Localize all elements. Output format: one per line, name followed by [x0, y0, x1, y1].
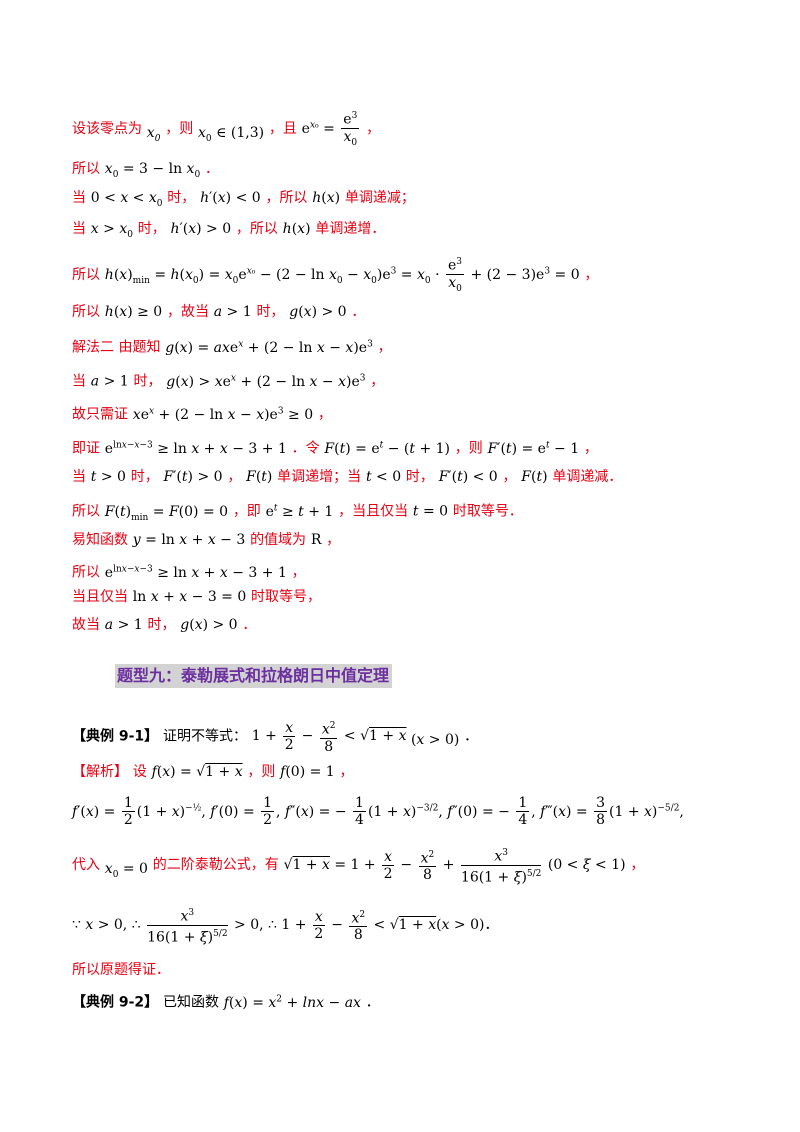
line-method-two: 解法二 由题知 g(x) = axex + (2 − ln x − x)e3 ， [72, 339, 392, 356]
math-a-gt-1: a > 1 [104, 617, 143, 633]
math-R: R [310, 532, 322, 548]
math-hprime-pos: h′(x) > 0 [170, 221, 232, 237]
line-equality: 当且仅当 ln x + x − 3 = 0 时取等号， [72, 589, 322, 605]
line-need-prove: 故只需证 xex + (2 − ln x − x)e3 ≥ 0 ， [72, 406, 332, 423]
line-increasing: 当 x > x0 时， h′(x) > 0 ，所以 h(x) 单调递增． [72, 221, 386, 240]
line-range: 易知函数 y = ln x + x − 3 的值域为 R ， [72, 532, 341, 548]
math-a-gt-1: a > 1 [213, 304, 252, 320]
math-exp-ineq: elnx−x−3 ≥ ln x + x − 3 + 1 [104, 564, 287, 581]
line-F-min: 所以 F(t)min = F(0) = 0 ，即 et ≥ t + 1 ，当且仅… [72, 503, 523, 523]
math-t-eq-0: t = 0 [412, 503, 449, 520]
math-et-ge: et ≥ t + 1 [265, 503, 334, 520]
math-x-gt-x0: x > x0 [90, 221, 133, 240]
line-h-min: 所以 h(x)min = h(x0) = x0ex₀ − (2 − ln x0 … [72, 254, 598, 296]
math-t-gt-0: t > 0 [90, 469, 126, 485]
line-h-nonneg: 所以 h(x) ≥ 0 ，故当 a > 1 时， g(x) > 0 ． [72, 304, 366, 320]
line-prove-exp: 即证 elnx−x−3 ≥ ln x + x − 3 + 1 ．令 F(t) =… [72, 440, 598, 457]
math-x0-ln: x0 = 3 − ln x0 [104, 161, 201, 180]
math-F-def: F(t) = et − (t + 1) [324, 440, 450, 457]
math-F-min: F(t)min = F(0) = 0 [104, 503, 229, 523]
math-t-lt-0: t < 0 [365, 469, 402, 485]
math-a-gt-1: a > 1 [90, 373, 129, 390]
math-Ft: F(t) [521, 469, 548, 485]
math-Fprime: F′(t) = et − 1 [487, 440, 580, 457]
math-0-x-x0: 0 < x < x0 [90, 190, 163, 209]
line-F-monotone: 当 t > 0 时， F′(t) > 0 ， F(t) 单调递增；当 t < 0… [72, 469, 623, 485]
math-hx: h(x) [312, 190, 341, 206]
line-conclusion: 故当 a > 1 时， g(x) > 0 ． [72, 617, 257, 633]
math-y-def: y = ln x + x − 3 [132, 532, 246, 548]
math-h-min-expr: h(x)min = h(x0) = x0ex₀ − (2 − ln x0 − x… [105, 257, 580, 293]
math-Fprime-pos: F′(t) > 0 [163, 469, 223, 485]
math-f0: f(0) = 1 [280, 764, 335, 780]
math-x0: x0 [146, 125, 161, 145]
math-Fprime-neg: F′(t) < 0 [438, 469, 498, 485]
math-g-def: g(x) = axex + (2 − ln x − x)e3 [165, 339, 373, 356]
proof-conclusion: 所以原题得证． [72, 962, 170, 978]
example-9-2: 【典例 9-2】 已知函数 f(x) = x2 + lnx − ax ． [72, 994, 380, 1011]
math-hprime-neg: h′(x) < 0 [200, 190, 261, 206]
math-x0-zero: x0 = 0 [104, 861, 148, 880]
math-f-quadratic: f(x) = x2 + lnx − ax [223, 994, 361, 1011]
line-decreasing: 当 0 < x < x0 时， h′(x) < 0 ，所以 h(x) 单调递减； [72, 190, 415, 209]
line-a-gt-1-case: 当 a > 1 时， g(x) > xex + (2 − ln x − x)e3… [72, 373, 385, 390]
math-x0-interval: x0 ∈ (1,3) [197, 125, 265, 145]
math-h-ge-0: h(x) ≥ 0 [104, 304, 163, 320]
math-eq-zero: ln x + x − 3 = 0 [132, 589, 247, 605]
line-x0-value: 所以 x0 = 3 − ln x0 ． [72, 161, 219, 180]
math-g-pos: g(x) > 0 [289, 304, 347, 320]
section-heading: 题型九：泰勒展式和拉格朗日中值定理 [115, 664, 392, 688]
math-exp-ineq: elnx−x−3 ≥ ln x + x − 3 + 1 [104, 440, 287, 457]
solution-setup: 【解析】 设 f(x) = √1 + x ，则 f(0) = 1 ， [72, 764, 354, 780]
math-Ft: F(t) [246, 469, 273, 485]
line-therefore-exp: 所以 elnx−x−3 ≥ ln x + x − 3 + 1 ， [72, 564, 306, 581]
math-g-gt: g(x) > xex + (2 − ln x − x)e3 [166, 373, 366, 390]
math-need-ineq: xex + (2 − ln x − x)e3 ≥ 0 [132, 406, 314, 423]
math-f-def: f(x) = √1 + x [151, 764, 243, 780]
math-hx: h(x) [282, 221, 311, 237]
math-g-pos: g(x) > 0 [180, 617, 238, 633]
